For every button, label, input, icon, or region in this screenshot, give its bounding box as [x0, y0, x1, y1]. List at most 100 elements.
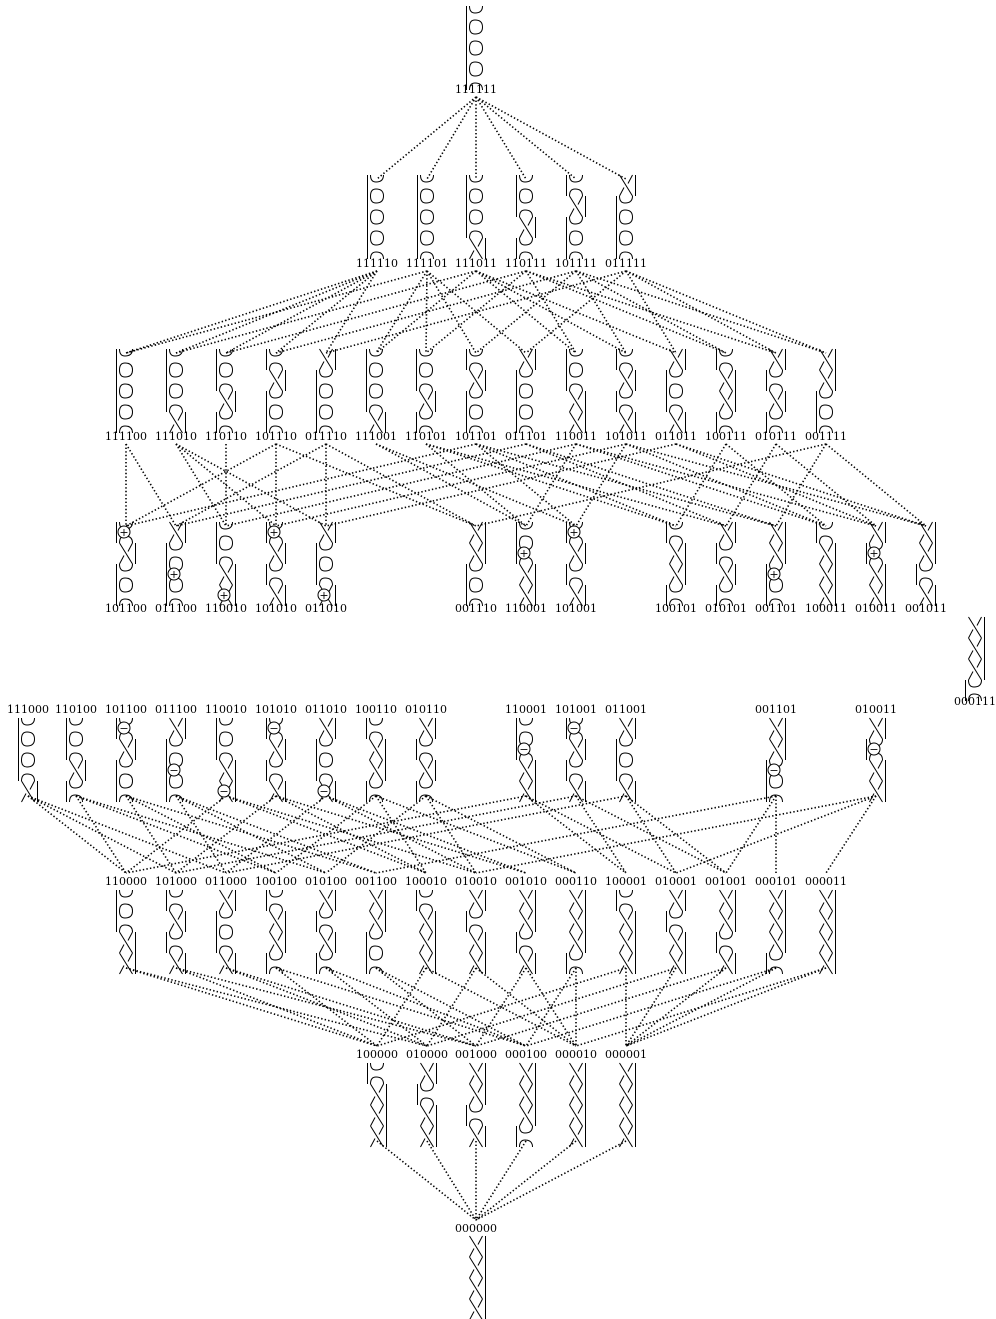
node-label: 010111 [755, 430, 797, 443]
node-label: 110000 [105, 875, 147, 888]
plus-sign-icon: + [318, 589, 330, 602]
plus-sign-icon: + [118, 526, 130, 539]
braid-glyph [617, 718, 636, 802]
node-label: 011100 [155, 703, 197, 716]
edge [427, 97, 476, 179]
node-label: 010110 [405, 703, 447, 716]
node-label: 101010 [255, 703, 297, 716]
node-label: 111100 [105, 430, 147, 443]
edge [28, 796, 226, 873]
node-label: 100111 [705, 430, 747, 443]
edge [427, 968, 476, 1046]
edge [326, 271, 626, 353]
braid-glyph [417, 890, 436, 974]
braid-glyph [767, 522, 786, 606]
edge [176, 968, 476, 1046]
svg-text:+: + [769, 568, 778, 581]
node-label: 111111 [455, 83, 497, 96]
braid-glyph [917, 522, 936, 606]
braid-glyph [367, 890, 386, 974]
node-label: 000101 [755, 875, 797, 888]
edge [576, 271, 826, 353]
edge [276, 796, 376, 873]
edge [476, 1141, 576, 1220]
edge [276, 796, 526, 873]
minus-sign-icon: − [318, 785, 330, 798]
edge [476, 1141, 626, 1220]
plus-sign-icon: + [218, 589, 230, 602]
edge [126, 968, 377, 1046]
node-label: 101001 [555, 703, 597, 716]
svg-text:+: + [569, 526, 578, 539]
node-label: 111010 [155, 430, 197, 443]
braid-glyph [867, 718, 886, 802]
edge [126, 444, 176, 526]
node-label: 011101 [505, 430, 547, 443]
minus-sign-icon: − [768, 764, 780, 777]
svg-text:+: + [169, 568, 178, 581]
edge [526, 796, 626, 873]
node-label: 101111 [555, 257, 597, 270]
edge [476, 444, 826, 526]
edge [626, 271, 776, 353]
node-label: 000111 [954, 695, 996, 708]
node-label: 101010 [255, 602, 297, 615]
edge [126, 271, 427, 353]
edge [326, 796, 426, 873]
node-label: 000000 [455, 1222, 497, 1235]
node-label: 011100 [155, 602, 197, 615]
braid-glyph [667, 522, 686, 606]
edge [276, 968, 526, 1046]
edge [476, 97, 526, 179]
edge [526, 796, 676, 873]
edge [427, 968, 676, 1046]
node-label: 110100 [55, 703, 97, 716]
node-label: 111000 [7, 703, 49, 716]
braid-glyph [467, 349, 486, 433]
node-label: 001111 [805, 430, 847, 443]
node-label: 001001 [705, 875, 747, 888]
braid-glyph [267, 890, 286, 974]
edge [476, 968, 576, 1046]
svg-text:−: − [219, 785, 228, 798]
svg-text:−: − [119, 722, 128, 735]
node-label: 011010 [305, 703, 347, 716]
edge [226, 968, 476, 1046]
edge [626, 968, 826, 1046]
minus-sign-icon: − [218, 785, 230, 798]
braid-glyph [67, 718, 86, 802]
node-label: 100011 [805, 602, 847, 615]
edge [776, 444, 826, 526]
node-label: 001101 [755, 703, 797, 716]
braid-glyph [267, 349, 286, 433]
braid-glyph [667, 349, 686, 433]
node-label: 100110 [355, 703, 397, 716]
node-label: 101110 [255, 430, 297, 443]
edge [326, 968, 526, 1046]
plus-sign-icon: + [268, 526, 280, 539]
node-label: 100100 [255, 875, 297, 888]
node-label: 001000 [455, 1048, 497, 1061]
node-label: 101011 [605, 430, 647, 443]
node-label: 110111 [505, 257, 547, 270]
node-label: 010101 [705, 602, 747, 615]
node-label: 110001 [505, 602, 547, 615]
minus-sign-icon: − [868, 743, 880, 756]
node-label: 000010 [555, 1048, 597, 1061]
braid-glyph [217, 890, 236, 974]
node-label: 011010 [305, 602, 347, 615]
svg-text:+: + [319, 589, 328, 602]
node-label: 010000 [406, 1048, 448, 1061]
edge [76, 796, 276, 873]
braid-glyph [467, 6, 483, 90]
edge [426, 796, 576, 873]
node-label: 101101 [455, 430, 497, 443]
node-label: 000011 [805, 875, 847, 888]
edge [226, 271, 377, 353]
node-label: 001110 [455, 602, 497, 615]
braid-glyph [570, 1063, 586, 1147]
node-label: 011000 [205, 875, 247, 888]
svg-text:−: − [319, 785, 328, 798]
edge [626, 271, 676, 353]
